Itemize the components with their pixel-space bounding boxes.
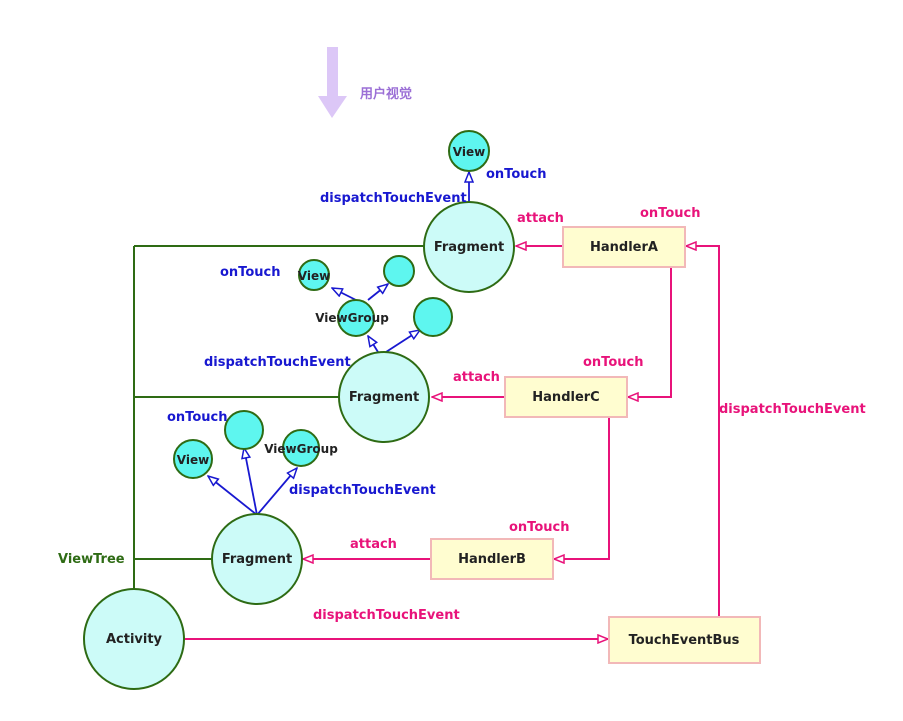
- blank-view-mid[interactable]: [383, 255, 415, 287]
- touch-event-bus[interactable]: TouchEventBus: [608, 616, 761, 664]
- view-top-label: View: [453, 145, 485, 159]
- pink-arrows: [185, 246, 720, 639]
- activity-node[interactable]: Activity: [83, 588, 185, 690]
- blank-view-low[interactable]: [224, 410, 264, 450]
- dispatch-bus-right-label: dispatchTouchEvent: [719, 402, 866, 417]
- handler-b[interactable]: HandlerB: [430, 538, 554, 580]
- dispatch-arrows: [208, 172, 469, 516]
- view-tree-lines: [133, 245, 425, 590]
- view-mid-label: View: [298, 269, 330, 283]
- on-touch-mid-label: onTouch: [220, 265, 280, 280]
- dispatch-top-label: dispatchTouchEvent: [320, 191, 467, 206]
- handler-c[interactable]: HandlerC: [504, 376, 628, 418]
- on-touch-top-label: onTouch: [486, 167, 546, 182]
- attach-a-label: attach: [517, 211, 564, 226]
- fragment-b[interactable]: Fragment: [211, 513, 303, 605]
- blank-view-mid-2[interactable]: [413, 297, 453, 337]
- fragment-a-label: Fragment: [434, 240, 504, 255]
- on-touch-b-label: onTouch: [509, 520, 569, 535]
- fragment-c[interactable]: Fragment: [338, 351, 430, 443]
- user-view-label: 用户视觉: [359, 86, 412, 102]
- viewgroup-low-label: ViewGroup: [264, 442, 338, 456]
- handler-a[interactable]: HandlerA: [562, 226, 686, 268]
- handler-c-label: HandlerC: [532, 390, 599, 405]
- user-view-arrow: [318, 47, 347, 118]
- dispatch-activity-label: dispatchTouchEvent: [313, 608, 460, 623]
- view-mid[interactable]: View: [298, 259, 330, 291]
- dispatch-mid-label: dispatchTouchEvent: [204, 355, 351, 370]
- view-low-label: View: [177, 453, 209, 467]
- viewgroup-mid[interactable]: ViewGroup: [315, 299, 389, 337]
- view-top[interactable]: View: [448, 130, 490, 172]
- attach-b-label: attach: [350, 537, 397, 552]
- fragment-a[interactable]: Fragment: [423, 201, 515, 293]
- fragment-c-label: Fragment: [349, 390, 419, 405]
- attach-c-label: attach: [453, 370, 500, 385]
- handler-b-label: HandlerB: [458, 552, 526, 567]
- on-touch-low-label: onTouch: [167, 410, 227, 425]
- dispatch-low-label: dispatchTouchEvent: [289, 483, 436, 498]
- fragment-b-label: Fragment: [222, 552, 292, 567]
- viewgroup-mid-label: ViewGroup: [315, 311, 389, 325]
- view-tree-label: ViewTree: [58, 552, 125, 567]
- view-low[interactable]: View: [173, 439, 213, 479]
- on-touch-c-label: onTouch: [583, 355, 643, 370]
- activity-label: Activity: [106, 632, 163, 647]
- touch-event-bus-label: TouchEventBus: [629, 633, 740, 648]
- on-touch-a-label: onTouch: [640, 206, 700, 221]
- viewgroup-low[interactable]: ViewGroup: [264, 429, 338, 467]
- handler-a-label: HandlerA: [590, 240, 658, 255]
